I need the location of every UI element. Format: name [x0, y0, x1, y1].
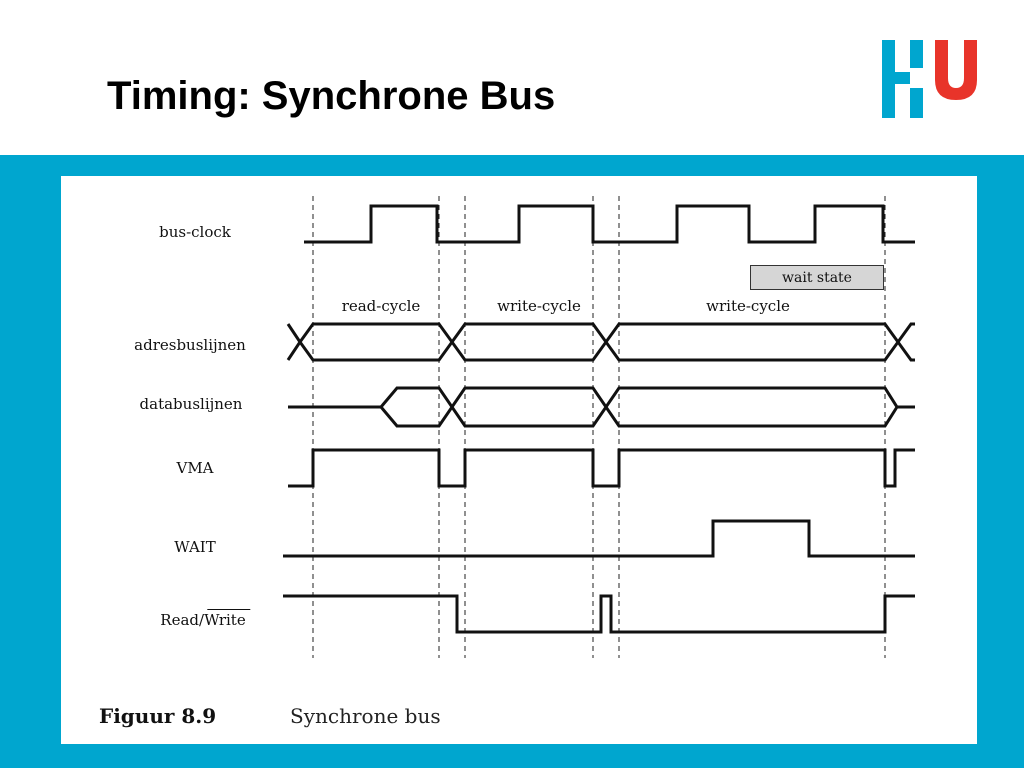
wait-waveform [283, 519, 915, 558]
cycle-boundaries [312, 196, 886, 658]
rw-waveform [283, 594, 915, 634]
signal-label-read-write: Read/Write [160, 609, 251, 629]
logo-bar-mid-top [910, 40, 923, 68]
cycle-label-write-1: write-cycle [497, 297, 581, 315]
logo-bar-mid-bottom [910, 88, 923, 118]
adresbus-waveform [286, 322, 915, 362]
signal-label-bus-clock: bus-clock [159, 223, 231, 241]
timing-diagram [283, 196, 915, 658]
read-write-text: Read/Write [160, 611, 246, 629]
hu-logo [880, 36, 980, 120]
write-overline [207, 609, 251, 610]
databus-waveform [288, 386, 915, 428]
timing-figure: bus-clock adresbuslijnen databuslijnen V… [61, 176, 977, 744]
logo-bar-left [882, 40, 895, 118]
signal-label-databus: databuslijnen [139, 395, 243, 413]
signal-label-vma: VMA [176, 459, 214, 477]
logo-crossbar [895, 72, 910, 84]
figure-number: Figuur 8.9 [99, 704, 217, 728]
signal-label-wait: WAIT [174, 538, 216, 556]
figure-caption: Synchrone bus [290, 704, 441, 728]
wait-state-box: wait state [750, 265, 884, 290]
hu-logo-mark [882, 40, 977, 118]
signal-label-adresbus: adresbuslijnen [134, 336, 246, 354]
logo-u [935, 40, 977, 100]
cycle-label-read: read-cycle [341, 297, 421, 315]
bus-clock-waveform [304, 204, 915, 244]
slide-title: Timing: Synchrone Bus [107, 74, 556, 118]
vma-waveform [288, 448, 915, 488]
cycle-label-write-2: write-cycle [706, 297, 790, 315]
